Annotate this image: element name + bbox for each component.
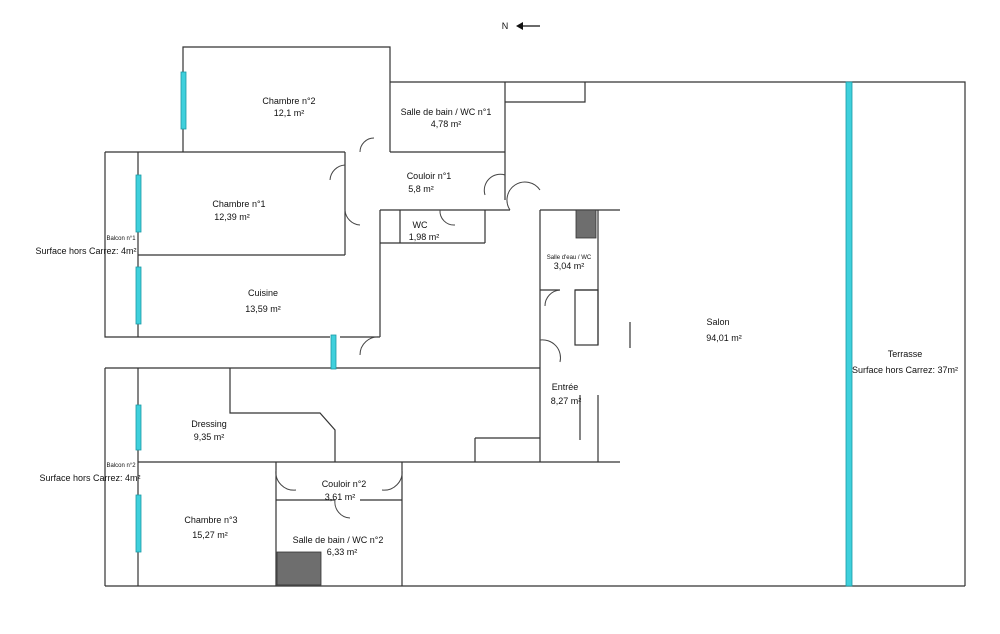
- room-label-couloir2: Couloir n°2 3,61 m²: [322, 479, 367, 502]
- window-cuisine: [135, 266, 142, 325]
- balcony-area: Surface hors Carrez: 4m²: [39, 473, 140, 483]
- room-area: 5,8 m²: [408, 184, 434, 194]
- room-name: Terrasse: [888, 349, 923, 359]
- balcony-name: Balcon n°2: [106, 463, 136, 469]
- room-label-chambre3: Chambre n°3 15,27 m²: [184, 515, 237, 540]
- room-label-couloir1: Couloir n°1 5,8 m²: [407, 171, 452, 194]
- window-terrasse: [845, 81, 853, 587]
- north-compass: N: [502, 21, 540, 31]
- room-area: 12,39 m²: [214, 212, 250, 222]
- room-area: 12,1 m²: [274, 108, 305, 118]
- room-name: Salon: [706, 317, 729, 327]
- room-name: Salle de bain / WC n°1: [401, 107, 492, 117]
- room-name: Chambre n°3: [184, 515, 237, 525]
- room-area: 4,78 m²: [431, 119, 462, 129]
- window-cuisine-2: [330, 334, 337, 370]
- window-chambre1: [135, 174, 142, 233]
- walls: [104, 46, 966, 587]
- room-name: Cuisine: [248, 288, 278, 298]
- window-chambre3: [135, 494, 142, 553]
- room-name: Salle de bain / WC n°2: [293, 535, 384, 545]
- room-name: Couloir n°2: [322, 479, 367, 489]
- window-chambre2: [180, 71, 187, 130]
- room-area: 13,59 m²: [245, 304, 281, 314]
- room-area: Surface hors Carrez: 37m²: [852, 365, 958, 375]
- north-arrow-icon: [516, 22, 540, 30]
- doors: [275, 137, 561, 519]
- room-name: Salle d'eau / WC: [547, 255, 592, 261]
- room-label-salle-deau: Salle d'eau / WC 3,04 m²: [547, 255, 592, 271]
- room-area: 3,61 m²: [325, 492, 356, 502]
- shaft-salle-deau: [575, 209, 597, 239]
- room-area: 3,04 m²: [554, 261, 585, 271]
- window-dressing: [135, 404, 142, 451]
- room-name: Chambre n°1: [212, 199, 265, 209]
- north-label: N: [502, 21, 509, 31]
- balcony-label-2: Balcon n°2 Surface hors Carrez: 4m²: [39, 463, 140, 483]
- balcony-label-1: Balcon n°1 Surface hors Carrez: 4m²: [35, 236, 136, 256]
- room-name: Dressing: [191, 419, 227, 429]
- room-area: 6,33 m²: [327, 547, 358, 557]
- room-name: Chambre n°2: [262, 96, 315, 106]
- room-label-sdb1: Salle de bain / WC n°1 4,78 m²: [401, 107, 492, 129]
- room-label-entree: Entrée 8,27 m²: [551, 382, 582, 406]
- room-label-chambre1: Chambre n°1 12,39 m²: [212, 199, 265, 222]
- balcony-area: Surface hors Carrez: 4m²: [35, 246, 136, 256]
- room-name: WC: [413, 220, 428, 230]
- room-label-salon: Salon 94,01 m²: [706, 317, 742, 343]
- room-area: 15,27 m²: [192, 530, 228, 540]
- shaft-sdb2: [276, 551, 322, 586]
- balcony-name: Balcon n°1: [106, 236, 136, 242]
- windows: [135, 71, 853, 587]
- room-label-wc: WC 1,98 m²: [409, 220, 440, 242]
- room-label-chambre2: Chambre n°2 12,1 m²: [262, 96, 315, 118]
- room-label-terrasse: Terrasse Surface hors Carrez: 37m²: [852, 349, 958, 375]
- room-area: 9,35 m²: [194, 432, 225, 442]
- room-area: 8,27 m²: [551, 396, 582, 406]
- room-name: Couloir n°1: [407, 171, 452, 181]
- room-label-cuisine: Cuisine 13,59 m²: [245, 288, 281, 314]
- room-area: 94,01 m²: [706, 333, 742, 343]
- room-label-dressing: Dressing 9,35 m²: [191, 419, 227, 442]
- room-area: 1,98 m²: [409, 232, 440, 242]
- room-label-sdb2: Salle de bain / WC n°2 6,33 m²: [293, 535, 384, 557]
- room-name: Entrée: [552, 382, 579, 392]
